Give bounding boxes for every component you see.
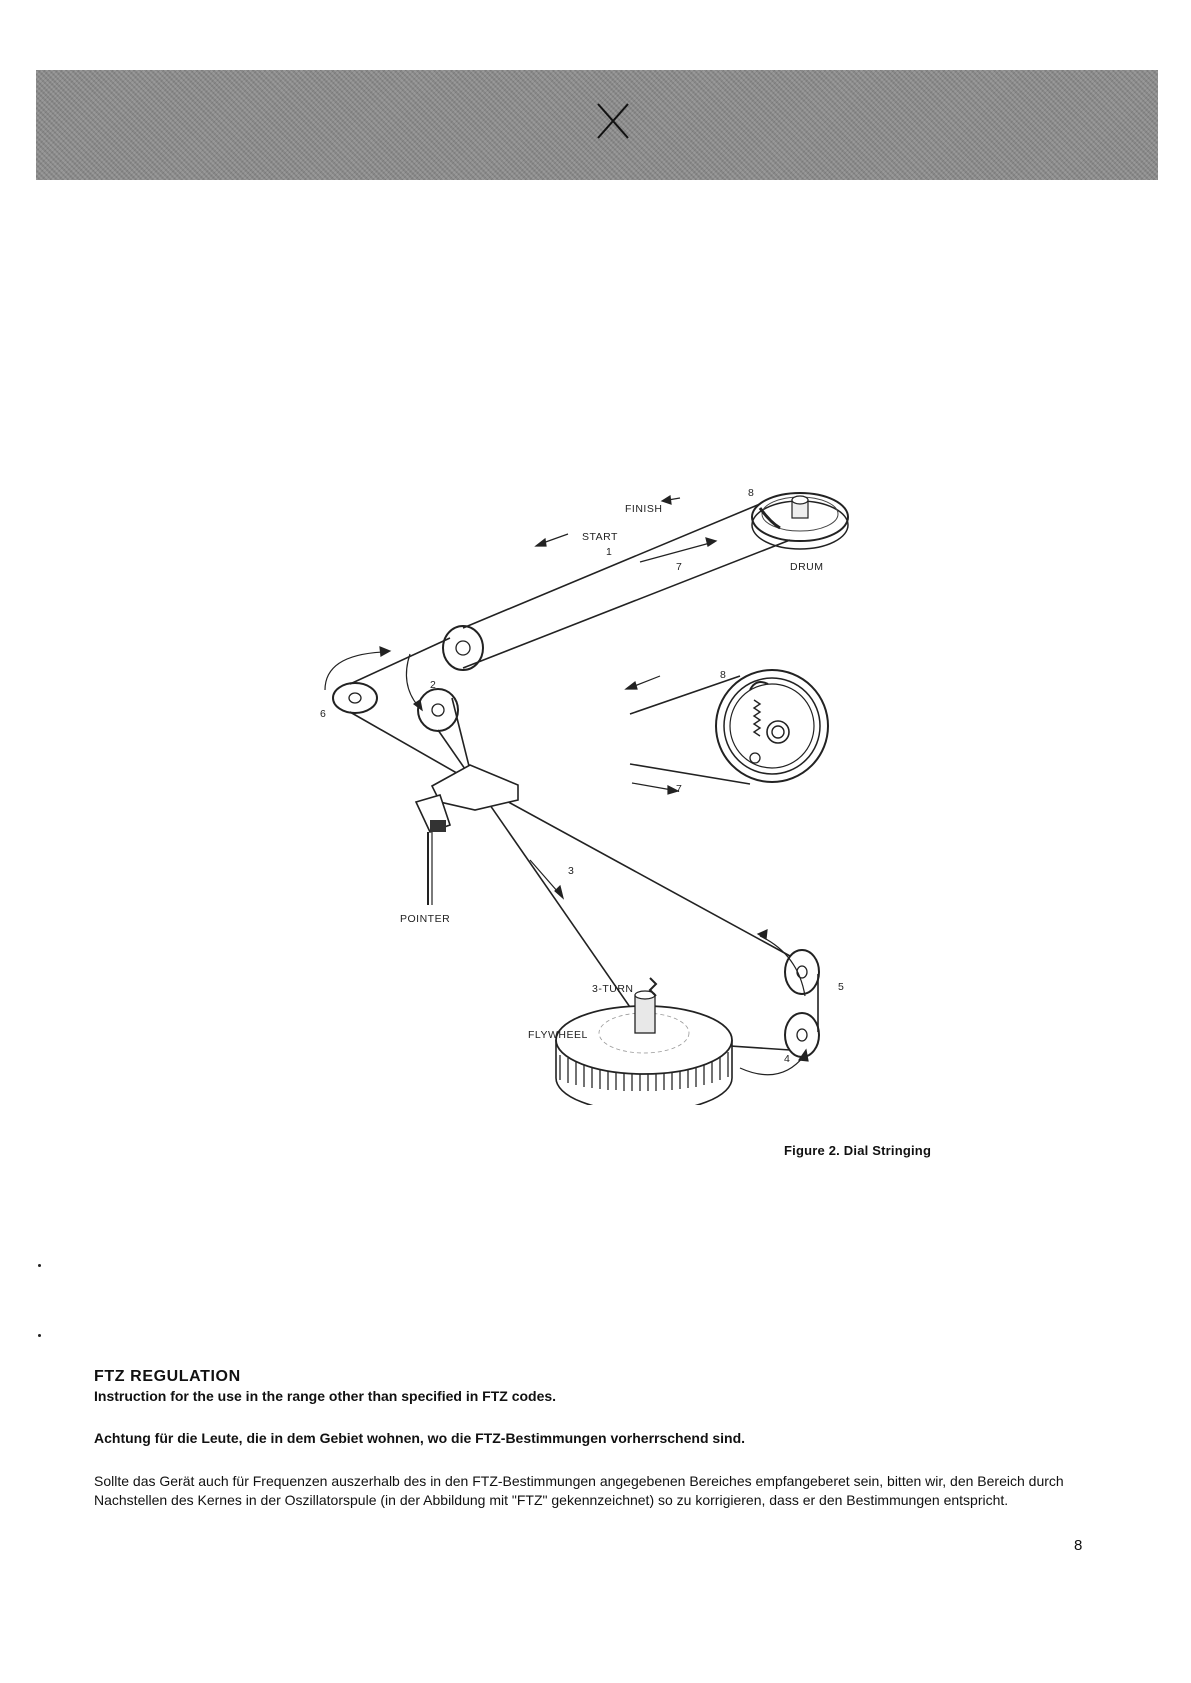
number-7-label: 7 bbox=[676, 561, 682, 573]
right-upper-pulley bbox=[784, 949, 820, 995]
left-idler-pulley bbox=[332, 682, 378, 714]
section-body: Sollte das Gerät auch für Frequenzen aus… bbox=[94, 1473, 1064, 1508]
number-8-label: 8 bbox=[748, 487, 754, 499]
number-3-label: 3 bbox=[568, 865, 574, 877]
drum-pulley bbox=[751, 492, 849, 550]
number-6-label: 6 bbox=[320, 708, 326, 720]
pointer bbox=[414, 764, 519, 905]
number-1-label: 1 bbox=[606, 546, 612, 558]
page-number: 8 bbox=[1074, 1537, 1083, 1554]
drum-label: DRUM bbox=[790, 561, 824, 573]
number-5-label: 5 bbox=[838, 981, 844, 993]
section-warning: Achtung für die Leute, die in dem Gebiet… bbox=[94, 1430, 746, 1446]
pointer-label: POINTER bbox=[400, 913, 450, 925]
flywheel bbox=[555, 977, 733, 1105]
flywheel-label: FLYWHEEL bbox=[528, 1029, 588, 1041]
right-lower-pulley bbox=[784, 1012, 820, 1058]
scan-speck bbox=[38, 1264, 41, 1267]
start-label: START bbox=[582, 531, 618, 543]
header-band bbox=[36, 70, 1158, 180]
number-4-label: 4 bbox=[784, 1053, 790, 1065]
section-title: FTZ REGULATION bbox=[94, 1368, 241, 1385]
three-turn-label: 3-TURN bbox=[592, 983, 634, 995]
finish-label: FINISH bbox=[625, 503, 662, 515]
figure-caption: Figure 2. Dial Stringing bbox=[784, 1143, 932, 1158]
section-subtitle: Instruction for the use in the range oth… bbox=[94, 1388, 557, 1404]
number-7-inset-label: 7 bbox=[676, 783, 682, 795]
x-mark-icon bbox=[597, 103, 629, 139]
direction-arrows bbox=[324, 494, 809, 1076]
upper-idler-pulley bbox=[442, 625, 484, 671]
scan-speck bbox=[38, 1334, 41, 1337]
middle-idler-pulley bbox=[417, 688, 459, 732]
number-8-inset-label: 8 bbox=[720, 669, 726, 681]
dial-stringing-figure: FINISH START DRUM POINTER 3-TURN FLYWHEE… bbox=[320, 480, 880, 1105]
dial-stringing-diagram: FINISH START DRUM POINTER 3-TURN FLYWHEE… bbox=[320, 487, 849, 1105]
ftz-regulation-section: FTZ REGULATION Instruction for the use i… bbox=[94, 1368, 1094, 1509]
number-2-label: 2 bbox=[430, 679, 436, 691]
dial-strings bbox=[349, 503, 819, 1051]
drum-detail-inset bbox=[629, 669, 829, 785]
